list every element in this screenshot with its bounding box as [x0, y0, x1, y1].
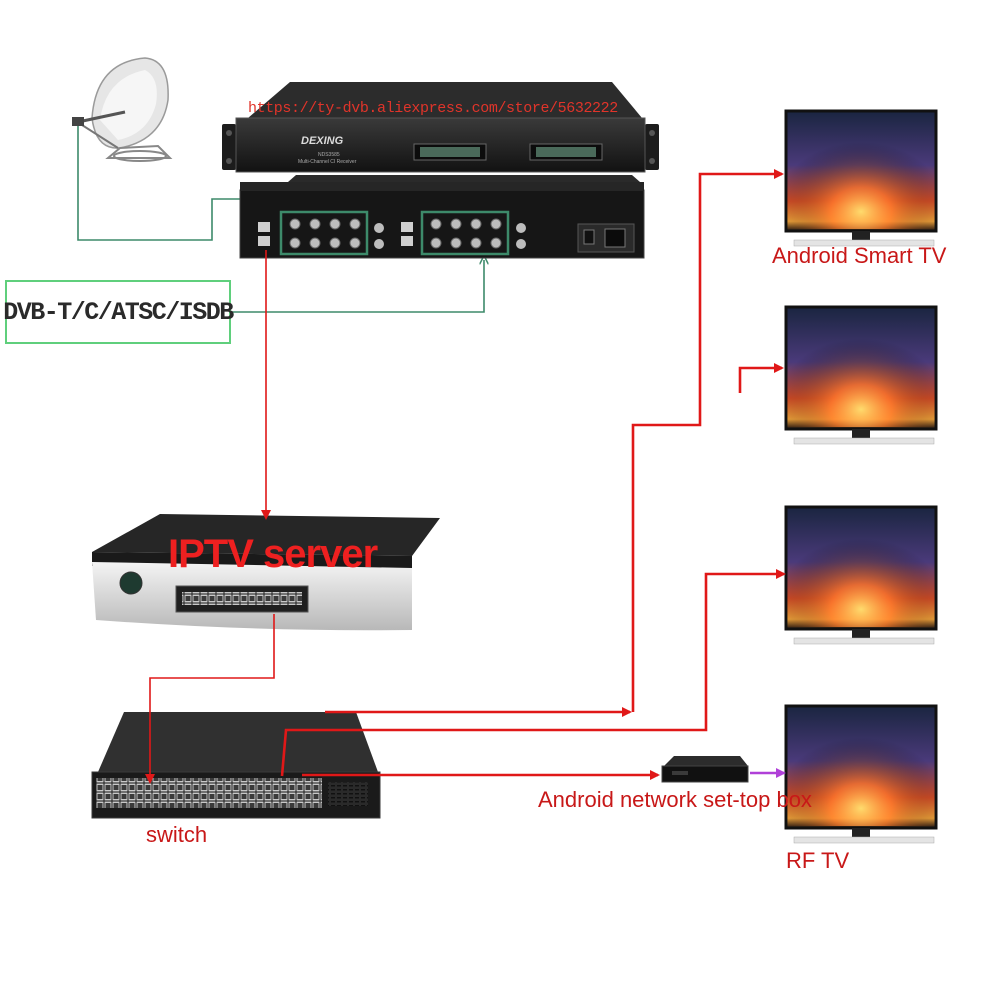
receiver-rear-panel: [239, 175, 645, 259]
signal-lines: [145, 169, 786, 784]
tv2-feed-line: [738, 363, 784, 393]
tv-rf: [784, 704, 938, 844]
ci-slot-1: [413, 143, 487, 161]
satellite-dish-icon: [72, 57, 173, 162]
switch-label: switch: [146, 822, 208, 847]
television-icon: [784, 505, 938, 645]
model-number: NDS3585: [318, 152, 340, 158]
brand-logo-text: DEXING: [301, 135, 344, 147]
set-top-box-icon: [661, 756, 749, 783]
input-standards-text: DVB-T/C/ATSC/ISDB: [3, 297, 234, 327]
tv-android-2: [784, 305, 938, 445]
television-icon: [784, 305, 938, 445]
television-icon: [784, 704, 938, 844]
tv-android-3: [784, 505, 938, 645]
receiver-rack-icon: DEXING NDS3585 Multi-Channel CI Receiver: [222, 82, 659, 173]
input-standards-label: DVB-T/C/ATSC/ISDB: [3, 280, 234, 344]
android-smart-tv-label: Android Smart TV: [772, 243, 947, 268]
brand-logo: DEXING: [301, 135, 344, 147]
iptv-server-icon: [92, 514, 440, 631]
set-top-box-label: Android network set-top box: [538, 787, 812, 812]
tv-android-1: [784, 109, 938, 247]
ci-slot-2: [529, 143, 603, 161]
branch-up-line: [631, 169, 784, 712]
store-url-watermark: https://ty-dvb.aliexpress.com/store/5632…: [248, 100, 618, 117]
iptv-server-label: IPTV server: [168, 532, 378, 576]
server-to-switch-line: [145, 614, 275, 784]
network-switch-icon: [91, 712, 381, 819]
rf-tv-label: RF TV: [786, 848, 850, 873]
switch-to-tv3-line: [280, 569, 786, 777]
model-subtitle: Multi-Channel CI Receiver: [298, 159, 357, 165]
television-icon: [784, 109, 938, 247]
